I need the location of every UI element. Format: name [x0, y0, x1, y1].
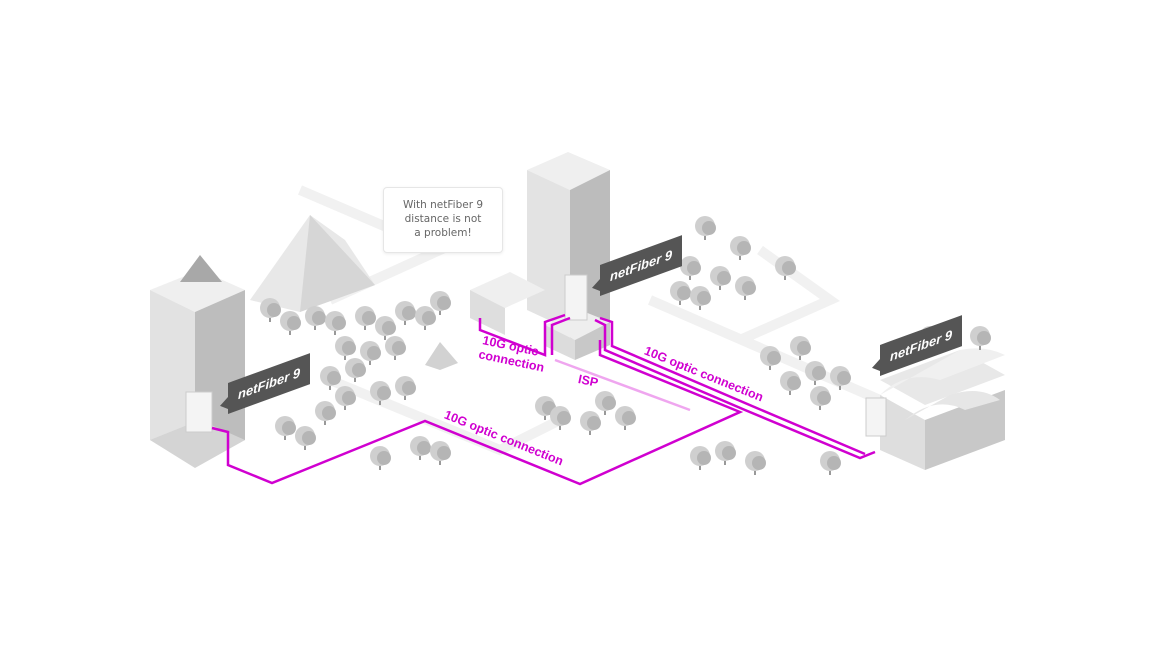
- tree: [690, 286, 711, 310]
- tree: [580, 411, 601, 435]
- tree: [295, 426, 316, 450]
- tree: [370, 381, 391, 405]
- tree: [730, 236, 751, 260]
- tree: [820, 451, 841, 475]
- warehouse: [865, 348, 1005, 470]
- speech-bubble: With netFiber 9 distance is not a proble…: [383, 187, 503, 253]
- tree: [370, 446, 391, 470]
- tree: [410, 436, 431, 460]
- tree: [535, 396, 556, 420]
- tree: [325, 311, 346, 335]
- tree: [670, 281, 691, 305]
- tree: [395, 301, 416, 325]
- tree: [745, 451, 766, 475]
- tree: [395, 376, 416, 400]
- tree: [415, 306, 436, 330]
- tree: [615, 406, 636, 430]
- tree: [680, 256, 701, 280]
- tree: [375, 316, 396, 340]
- tree: [690, 446, 711, 470]
- tree: [335, 386, 356, 410]
- tree: [315, 401, 336, 425]
- fiber-lines: [211, 313, 876, 486]
- tree: [790, 336, 811, 360]
- tree: [970, 326, 991, 350]
- tree: [385, 336, 406, 360]
- tree: [715, 441, 736, 465]
- center-tower: [470, 152, 610, 360]
- tree: [345, 358, 366, 382]
- tree: [355, 306, 376, 330]
- tree: [260, 298, 281, 322]
- tree: [430, 441, 451, 465]
- tree: [280, 311, 301, 335]
- tree: [735, 276, 756, 300]
- mountain: [250, 215, 458, 370]
- tree: [305, 306, 326, 330]
- bubble-line: With netFiber 9: [402, 199, 484, 211]
- fiber-line-right: [594, 318, 876, 460]
- tree: [320, 366, 341, 390]
- tree: [360, 341, 381, 365]
- fiber-line-left: [211, 340, 744, 486]
- fiber-line-fade: [554, 358, 691, 412]
- tree: [695, 216, 716, 240]
- tree: [595, 391, 616, 415]
- tree: [430, 291, 451, 315]
- tree: [760, 346, 781, 370]
- tree: [780, 371, 801, 395]
- fiber-line-isp-inner: [550, 316, 571, 355]
- left-tower: [150, 255, 245, 468]
- bubble-line: a problem!: [414, 227, 472, 239]
- tree: [335, 336, 356, 360]
- fiber-line-isp-left: [478, 313, 566, 357]
- fiber-line-right-2: [599, 316, 866, 456]
- tree: [830, 366, 851, 390]
- tree: [710, 266, 731, 290]
- trees: [260, 216, 991, 475]
- tree: [810, 386, 831, 410]
- tree: [550, 406, 571, 430]
- tree: [805, 361, 826, 385]
- bubble-line: distance is not: [404, 213, 482, 225]
- tree: [775, 256, 796, 280]
- tree: [275, 416, 296, 440]
